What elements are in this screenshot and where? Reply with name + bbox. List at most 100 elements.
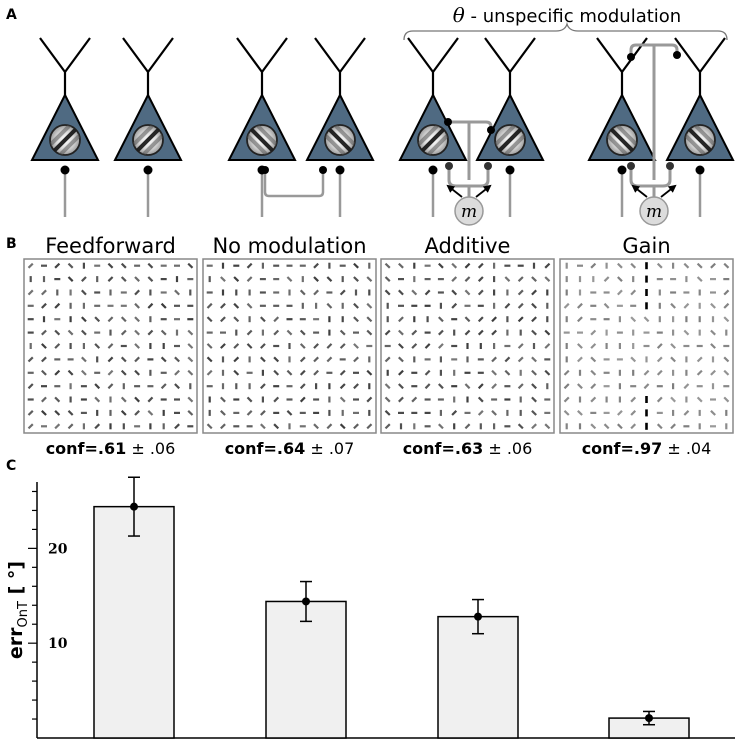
oriented-bar xyxy=(491,329,497,336)
oriented-bar xyxy=(260,410,266,416)
oriented-bar xyxy=(107,356,114,363)
oriented-bar xyxy=(656,369,663,376)
oriented-bar xyxy=(246,262,253,269)
oriented-bar xyxy=(134,316,140,323)
oriented-bar xyxy=(590,262,597,269)
oriented-bar xyxy=(384,423,391,430)
modulation-circuit-gain: m xyxy=(627,43,681,226)
oriented-bar xyxy=(504,302,511,309)
oriented-bar xyxy=(187,369,194,376)
oriented-bar xyxy=(206,316,213,323)
oriented-bar xyxy=(424,289,431,296)
oriented-bar xyxy=(41,369,47,376)
modulator-node xyxy=(639,196,669,226)
dendrite xyxy=(407,37,459,100)
oriented-bar xyxy=(160,329,167,336)
oriented-bar xyxy=(590,356,597,363)
oriented-bar xyxy=(160,383,167,390)
oriented-bar xyxy=(107,316,114,323)
oriented-bar xyxy=(134,289,140,296)
confidence-label: conf=.64 ± .07 xyxy=(225,439,355,458)
oriented-bar xyxy=(353,276,359,282)
oriented-bar xyxy=(723,316,730,323)
oriented-bar xyxy=(54,369,61,376)
oriented-bar xyxy=(398,396,404,403)
oriented-bar xyxy=(206,423,213,430)
oriented-bar xyxy=(531,356,537,363)
oriented-bar xyxy=(366,276,373,282)
oriented-bar xyxy=(27,262,34,269)
oriented-bar xyxy=(504,356,511,363)
oriented-bar xyxy=(577,410,583,416)
oriented-bar xyxy=(120,329,127,336)
oriented-bar xyxy=(411,289,418,296)
oriented-bar xyxy=(246,343,253,349)
receptive-field-icon xyxy=(322,122,358,158)
dendrite xyxy=(122,37,174,100)
oriented-bar xyxy=(286,369,293,376)
oriented-bar xyxy=(384,383,391,390)
oriented-bar xyxy=(160,302,167,309)
oriented-bar xyxy=(41,356,47,363)
input-synapse xyxy=(505,165,515,175)
oriented-bar xyxy=(590,383,597,390)
oriented-bar xyxy=(94,343,101,349)
oriented-bar xyxy=(630,262,637,269)
neuron xyxy=(305,37,375,217)
oriented-bar xyxy=(477,276,484,282)
oriented-bar xyxy=(339,369,346,376)
oriented-bar xyxy=(299,329,306,336)
oriented-bar xyxy=(27,423,34,430)
additive-lateral-connection xyxy=(263,170,325,198)
oriented-bar xyxy=(273,356,280,363)
dendrite xyxy=(314,37,366,100)
oriented-bar xyxy=(670,356,676,363)
oriented-bar xyxy=(147,329,154,336)
oriented-bar xyxy=(147,262,154,269)
oriented-bar xyxy=(464,423,471,430)
oriented-bar xyxy=(134,343,140,349)
oriented-bar xyxy=(590,396,597,403)
oriented-bar xyxy=(464,383,471,390)
oriented-bar xyxy=(683,302,690,309)
oriented-bar xyxy=(723,289,730,296)
oriented-bar xyxy=(656,343,663,349)
oriented-bar xyxy=(273,423,280,430)
oriented-bar xyxy=(424,343,431,349)
oriented-bar xyxy=(451,289,458,296)
receptive-field-icon xyxy=(492,122,528,158)
oriented-bar xyxy=(326,423,333,430)
oriented-bar xyxy=(120,369,127,376)
oriented-bar xyxy=(41,396,47,403)
oriented-bar xyxy=(94,423,101,430)
oriented-bar xyxy=(630,423,637,430)
oriented-bar xyxy=(353,262,359,269)
oriented-bar xyxy=(353,383,359,390)
oriented-bar xyxy=(94,383,101,390)
oriented-bar xyxy=(54,262,61,269)
oriented-bar xyxy=(120,396,127,403)
oriented-bar xyxy=(299,289,306,296)
oriented-bar xyxy=(187,343,194,349)
neuron xyxy=(30,37,100,217)
oriented-bar xyxy=(630,289,637,296)
oriented-bar xyxy=(233,316,240,323)
oriented-bar xyxy=(326,356,333,363)
oriented-bar xyxy=(206,369,213,376)
oriented-bar xyxy=(134,369,140,376)
oriented-bar xyxy=(590,343,597,349)
confidence-value: conf=.64 xyxy=(225,439,306,458)
oriented-bar xyxy=(438,316,444,323)
oriented-bar xyxy=(544,369,551,376)
panel-a-letter: A xyxy=(6,7,17,23)
oriented-bar xyxy=(353,316,359,323)
oriented-bar xyxy=(424,383,431,390)
oriented-bar xyxy=(531,423,537,430)
oriented-bar xyxy=(107,262,114,269)
oriented-bar xyxy=(326,302,333,309)
oriented-bar xyxy=(656,423,663,430)
oriented-bar xyxy=(134,396,140,403)
oriented-bar xyxy=(477,383,484,390)
oriented-bar xyxy=(353,423,359,430)
